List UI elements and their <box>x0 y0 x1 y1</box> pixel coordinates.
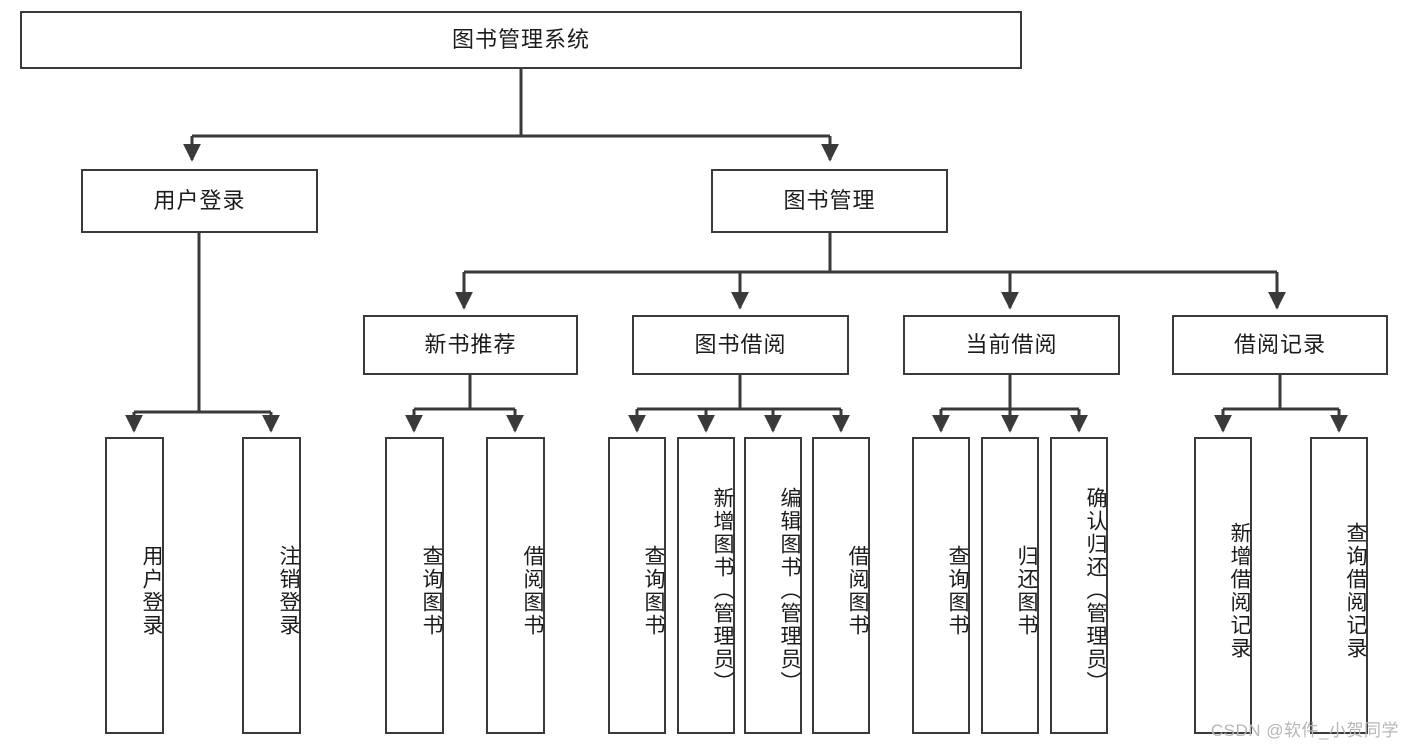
node-book-management-label: 图书管理 <box>783 187 876 213</box>
node-leaf-query-book-2-label: 查询图书 <box>642 544 665 637</box>
node-borrow-record-label: 借阅记录 <box>1233 331 1326 357</box>
node-leaf-query-book-1-label: 查询图书 <box>420 544 443 637</box>
node-leaf-add-record[interactable]: 新增借阅记录 <box>1194 437 1252 734</box>
node-book-borrow-label: 图书借阅 <box>694 331 787 357</box>
node-current-borrow[interactable]: 当前借阅 <box>903 315 1120 375</box>
node-leaf-confirm-return-label: 确认归还（管理员） <box>1084 487 1107 694</box>
node-leaf-return-book-label: 归还图书 <box>1015 544 1038 637</box>
node-leaf-query-record-label: 查询借阅记录 <box>1344 521 1367 660</box>
node-leaf-borrow-book-2[interactable]: 借阅图书 <box>812 437 870 734</box>
node-leaf-logout[interactable]: 注销登录 <box>242 437 301 734</box>
node-user-login-label: 用户登录 <box>153 187 246 213</box>
node-leaf-user-login[interactable]: 用户登录 <box>105 437 164 734</box>
node-leaf-query-book-3[interactable]: 查询图书 <box>912 437 970 734</box>
node-leaf-query-book-2[interactable]: 查询图书 <box>608 437 666 734</box>
node-leaf-edit-book[interactable]: 编辑图书（管理员） <box>744 437 802 734</box>
node-current-borrow-label: 当前借阅 <box>965 331 1058 357</box>
node-user-login[interactable]: 用户登录 <box>81 169 318 233</box>
node-leaf-query-book-1[interactable]: 查询图书 <box>385 437 444 734</box>
node-book-management[interactable]: 图书管理 <box>711 169 948 233</box>
node-leaf-query-record[interactable]: 查询借阅记录 <box>1310 437 1368 734</box>
node-root-label: 图书管理系统 <box>451 26 590 52</box>
node-leaf-add-book-label: 新增图书（管理员） <box>711 487 734 694</box>
node-new-book-recommend-label: 新书推荐 <box>424 331 517 357</box>
node-leaf-borrow-book-1-label: 借阅图书 <box>521 544 544 637</box>
node-leaf-borrow-book-1[interactable]: 借阅图书 <box>486 437 545 734</box>
node-leaf-logout-label: 注销登录 <box>277 544 300 637</box>
node-book-borrow[interactable]: 图书借阅 <box>632 315 849 375</box>
node-new-book-recommend[interactable]: 新书推荐 <box>363 315 578 375</box>
watermark: CSDN @软件_小贺同学 <box>1210 721 1399 740</box>
node-leaf-query-book-3-label: 查询图书 <box>946 544 969 637</box>
node-leaf-add-book[interactable]: 新增图书（管理员） <box>677 437 735 734</box>
node-leaf-return-book[interactable]: 归还图书 <box>981 437 1039 734</box>
node-leaf-edit-book-label: 编辑图书（管理员） <box>778 487 801 694</box>
node-root[interactable]: 图书管理系统 <box>20 11 1022 69</box>
node-leaf-add-record-label: 新增借阅记录 <box>1228 521 1251 660</box>
node-borrow-record[interactable]: 借阅记录 <box>1172 315 1388 375</box>
node-leaf-user-login-label: 用户登录 <box>140 544 163 637</box>
node-leaf-borrow-book-2-label: 借阅图书 <box>846 544 869 637</box>
node-leaf-confirm-return[interactable]: 确认归还（管理员） <box>1050 437 1108 734</box>
